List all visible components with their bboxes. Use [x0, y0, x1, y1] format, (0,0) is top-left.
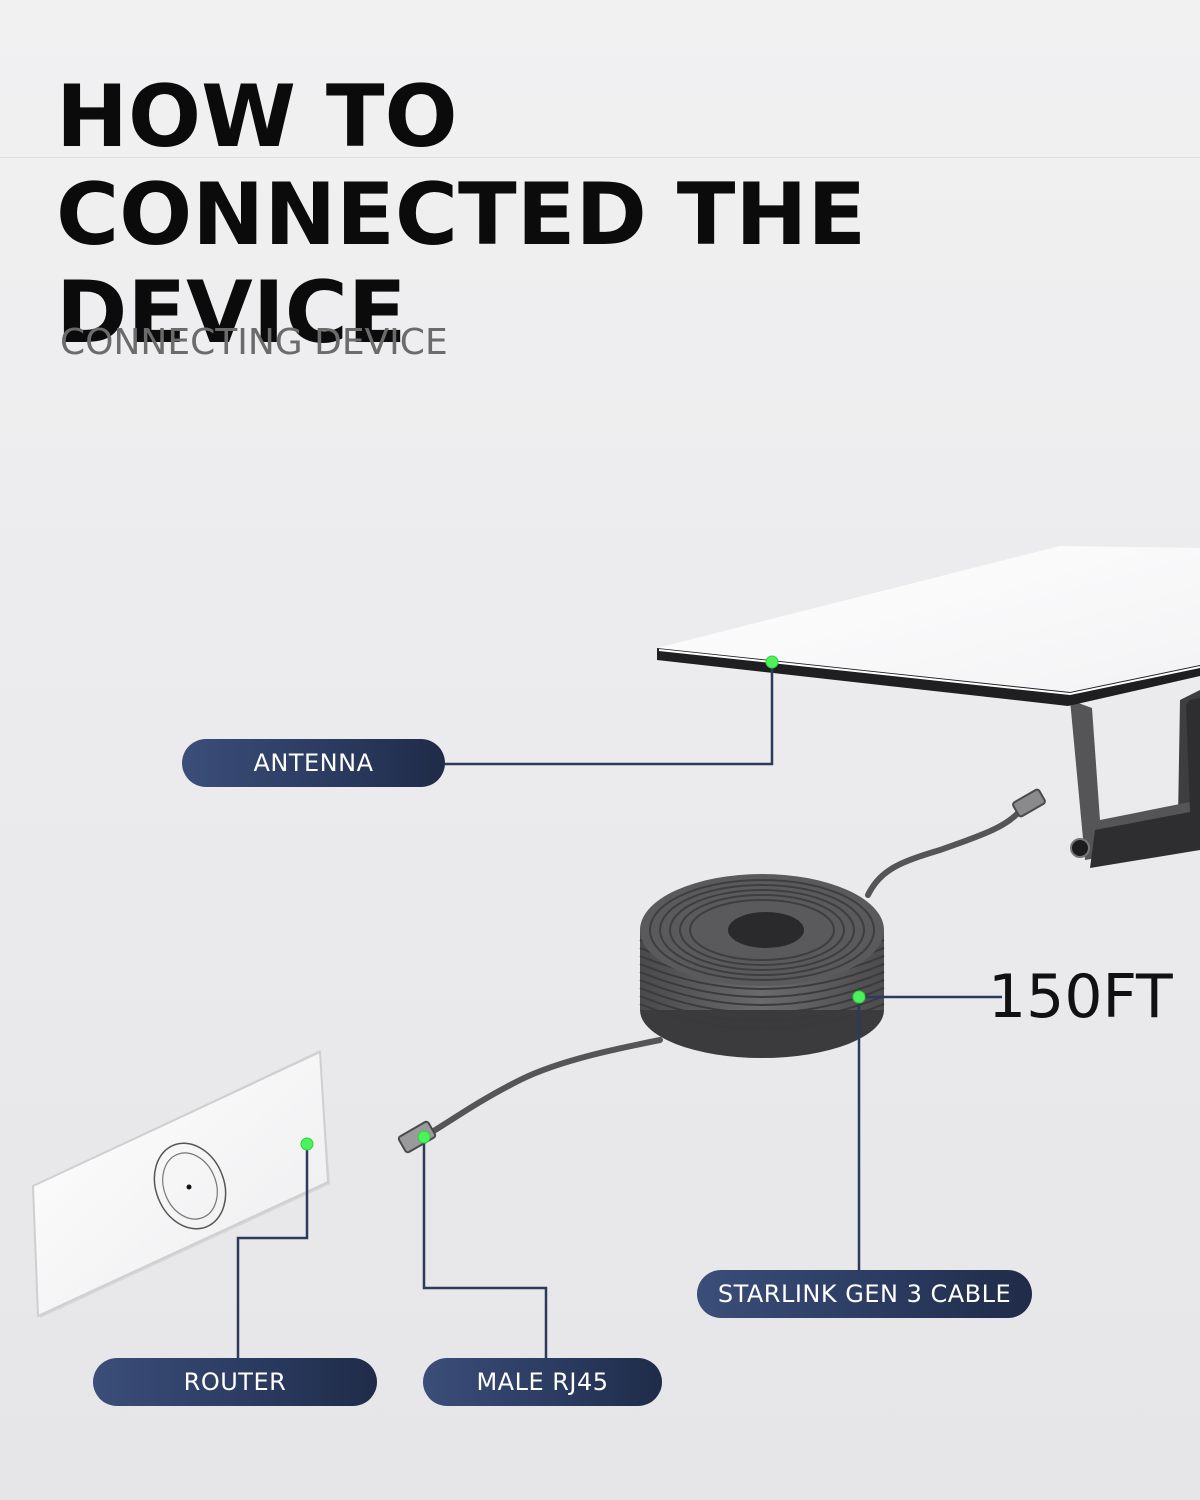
rj45-label: MALE RJ45 [476, 1368, 609, 1396]
antenna-dish [657, 546, 1200, 868]
title-line-2: CONNECTED THE DEVICE [56, 165, 867, 363]
cable-length-label: 150FT [988, 962, 1173, 1032]
cable-to-antenna [865, 788, 1046, 898]
rj45-label-pill: MALE RJ45 [423, 1358, 662, 1406]
title-line-1: HOW TO [56, 67, 458, 167]
router-marker [300, 1137, 314, 1151]
page-subtitle: CONNECTING DEVICE [60, 322, 448, 363]
cable-label: STARLINK GEN 3 CABLE [717, 1280, 1012, 1308]
cable-marker [852, 990, 866, 1004]
antenna-label: ANTENNA [253, 749, 374, 777]
antenna-leader [445, 662, 774, 766]
rj45-leader [422, 1137, 548, 1358]
antenna-label-pill: ANTENNA [182, 739, 445, 787]
rj45-marker [417, 1130, 431, 1144]
header-divider [0, 157, 1200, 158]
router-label: ROUTER [183, 1368, 287, 1396]
leader-lines [236, 662, 1002, 1358]
page-title: HOW TO CONNECTED THE DEVICE [56, 68, 1200, 362]
cable-label-pill: STARLINK GEN 3 CABLE [697, 1270, 1032, 1318]
cable-coil [639, 874, 885, 1058]
antenna-marker [765, 655, 779, 669]
cable-to-rj45 [397, 1037, 663, 1154]
router-label-pill: ROUTER [93, 1358, 377, 1406]
router-device [31, 1050, 330, 1318]
router-leader [236, 1144, 309, 1358]
